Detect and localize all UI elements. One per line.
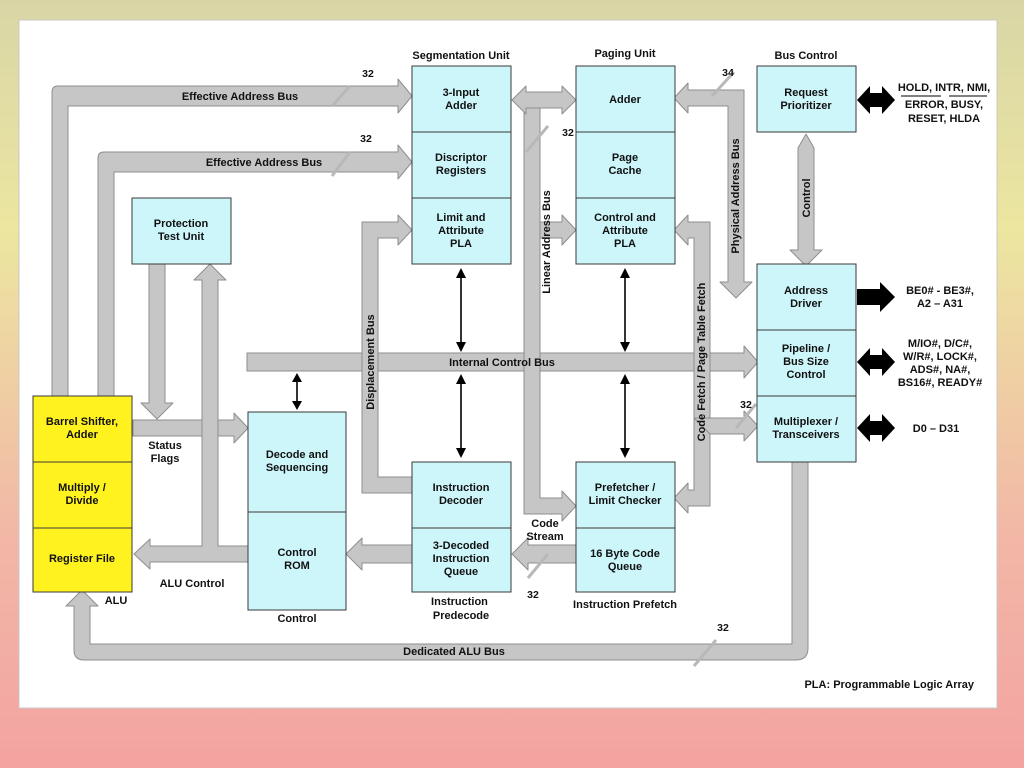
- svg-text:ERROR, BUSY,: ERROR, BUSY,: [905, 99, 983, 111]
- svg-text:Register File: Register File: [49, 553, 115, 565]
- width-linear: 32: [562, 127, 574, 139]
- displacement-bus: [361, 214, 413, 494]
- block-paging-adder: [575, 65, 676, 133]
- width-data: 32: [740, 399, 752, 411]
- width-alu-bus: 32: [717, 622, 729, 634]
- label-displacement-bus: Displacement Bus: [365, 314, 377, 409]
- block-limit-attribute-pla: [411, 197, 512, 265]
- block-page-cache: [575, 131, 676, 199]
- effective-address-bus-2: [97, 144, 413, 397]
- block-multiply-divide: [32, 461, 133, 529]
- status-flags-bus: [132, 412, 249, 444]
- block-control-attribute-pla: [575, 197, 676, 265]
- svg-text:HOLD, INTR, NMI,: HOLD, INTR, NMI,: [898, 82, 990, 94]
- title-segmentation-unit: Segmentation Unit: [412, 50, 510, 62]
- svg-text:M/IO#, D/C#,W/R#, LOCK#,ADS#,: M/IO#, D/C#,W/R#, LOCK#,ADS#, NA#,BS16#,…: [898, 338, 982, 389]
- block-multiplexer: [756, 395, 857, 463]
- block-request-prioritizer: [756, 65, 857, 133]
- linear-to-pla-branch: [539, 214, 577, 246]
- label-code-fetch-bus: Code Fetch / Page Table Fetch: [696, 282, 708, 441]
- hold-signal-arrow: [857, 86, 895, 114]
- block-decoded-queue: [411, 527, 512, 593]
- block-descriptor-registers: [411, 131, 512, 199]
- width-eab1: 32: [362, 68, 374, 80]
- label-alu-control: ALU Control: [160, 578, 225, 590]
- block-register-file: [32, 527, 133, 593]
- svg-text:Adder: Adder: [609, 94, 642, 106]
- svg-text:BE0# - BE3#,: BE0# - BE3#,: [906, 285, 974, 297]
- svg-text:D0 – D31: D0 – D31: [913, 423, 959, 435]
- label-control-vertical: Control: [801, 178, 813, 217]
- block-barrel-shifter: [32, 395, 133, 463]
- title-alu: ALU: [105, 595, 128, 607]
- block-decode-sequencing: [247, 411, 347, 513]
- title-paging-unit: Paging Unit: [594, 48, 655, 60]
- block-control-rom: [247, 511, 347, 611]
- title-control: Control: [277, 613, 316, 625]
- external-signal-labels: HOLD, INTR, NMI, ERROR, BUSY, RESET, HLD…: [898, 82, 990, 435]
- width-prefetch: 32: [527, 589, 539, 601]
- svg-text:Prefetcher /Limit Checker: Prefetcher /Limit Checker: [589, 482, 662, 507]
- control-signal-arrow: [857, 348, 895, 376]
- label-internal-control-bus: Internal Control Bus: [449, 357, 555, 369]
- block-prefetcher: [575, 461, 676, 529]
- label-physical-address-bus: Physical Address Bus: [730, 138, 742, 253]
- label-effective-address-bus-2: Effective Address Bus: [206, 157, 322, 169]
- title-bus-control: Bus Control: [775, 50, 838, 62]
- code-stream-arrow: [511, 537, 577, 571]
- control-vertical-bus: [789, 133, 823, 267]
- block-protection-test-unit: [131, 197, 232, 265]
- width-physical: 34: [722, 67, 734, 79]
- data-signal-arrow: [857, 414, 895, 442]
- block-code-queue: [575, 527, 676, 593]
- queue-to-rom-arrow: [345, 537, 413, 571]
- label-effective-address-bus-1: Effective Address Bus: [182, 91, 298, 103]
- legend-pla: PLA: Programmable Logic Array: [804, 679, 974, 691]
- block-3-input-adder: [411, 65, 512, 133]
- svg-text:RESET, HLDA: RESET, HLDA: [908, 113, 980, 125]
- effective-address-bus-1: [51, 78, 413, 397]
- dedicated-alu-bus: [65, 461, 809, 661]
- vertical-black-arrows: [292, 268, 630, 458]
- svg-text:Multiply /Divide: Multiply /Divide: [58, 482, 106, 507]
- block-instruction-decoder: [411, 461, 512, 529]
- width-eab2: 32: [360, 133, 372, 145]
- svg-text:Barrel Shifter,Adder: Barrel Shifter,Adder: [46, 416, 118, 441]
- label-dedicated-alu-bus: Dedicated ALU Bus: [403, 646, 505, 658]
- svg-text:Multiplexer /Transceivers: Multiplexer /Transceivers: [772, 416, 839, 441]
- alu-control-bus: [133, 263, 249, 570]
- address-out-arrow: [857, 282, 895, 312]
- title-instruction-predecode: Instruction Predecode: [431, 596, 491, 622]
- title-instruction-prefetch: Instruction Prefetch: [573, 599, 677, 611]
- protection-down-arrow: [140, 263, 174, 420]
- block-address-driver: [756, 263, 857, 331]
- svg-text:A2 – A31: A2 – A31: [917, 298, 963, 310]
- label-linear-address-bus: Linear Address Bus: [541, 190, 553, 294]
- physical-address-bus: [673, 82, 753, 299]
